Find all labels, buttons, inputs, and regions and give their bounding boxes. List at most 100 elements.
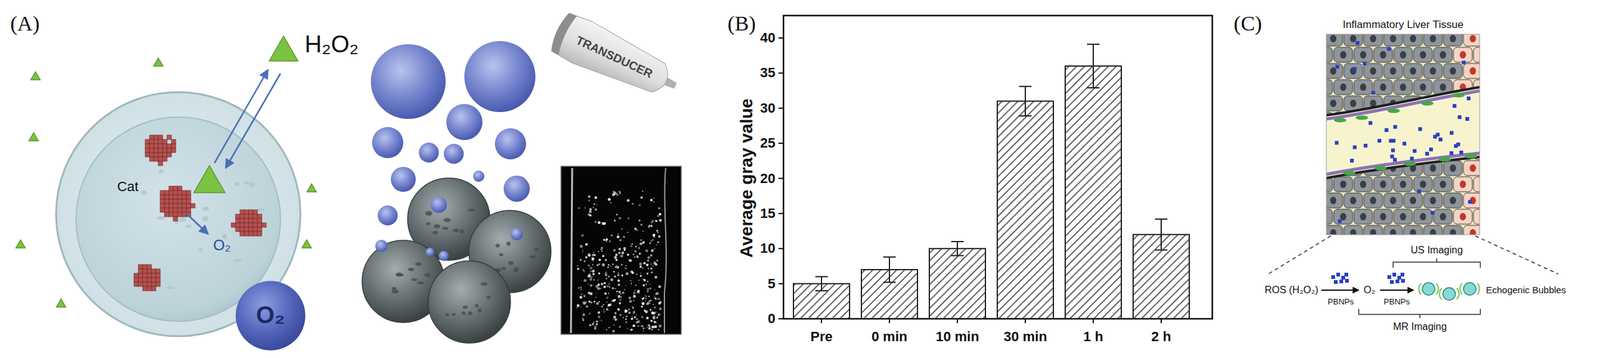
nanoparticle <box>1438 137 1443 142</box>
echo-speckle <box>652 316 656 320</box>
echo-speckle <box>604 273 608 276</box>
error-cap <box>1087 43 1100 45</box>
hepatocyte <box>1433 209 1453 225</box>
enzyme-subunit <box>182 199 187 204</box>
enzyme-subunit <box>149 143 154 149</box>
echo-speckle <box>633 316 636 319</box>
echo-speckle <box>608 240 612 244</box>
echo-speckle <box>658 235 661 238</box>
echo-speckle <box>640 273 642 275</box>
nanoparticle <box>1393 158 1397 163</box>
enzyme-subunit <box>248 218 254 224</box>
blood-vessel <box>1326 87 1480 179</box>
enzyme-subunit <box>182 203 187 209</box>
hepatocyte <box>1353 177 1373 192</box>
echo-speckle <box>621 228 623 230</box>
enzyme-subunit <box>177 186 183 191</box>
tick-label: 5 <box>767 276 776 292</box>
enzyme-subunit <box>177 199 183 204</box>
nanoparticle <box>1413 148 1417 153</box>
echo-speckle <box>657 297 661 301</box>
echo-speckle <box>638 279 640 282</box>
echo-speckle <box>597 283 601 287</box>
echo-speckle <box>603 222 606 225</box>
cell-nucleus <box>1350 196 1357 205</box>
enzyme-subunit <box>151 277 156 283</box>
echo-speckle <box>648 284 651 286</box>
echo-speckle <box>600 246 603 249</box>
echo-speckle <box>627 253 630 257</box>
echo-speckle <box>618 291 621 294</box>
cell-nucleus <box>1389 67 1397 75</box>
enzyme-subunit <box>162 143 168 149</box>
echo-speckle <box>589 208 593 211</box>
cell-nucleus <box>1379 180 1387 189</box>
hepatocyte <box>1353 47 1373 63</box>
echo-speckle <box>658 219 662 222</box>
echo-speckle <box>617 274 620 277</box>
category-label: 1 h <box>1083 329 1104 345</box>
enzyme-subunit <box>167 143 172 149</box>
enzyme-subunit <box>182 212 187 217</box>
echo-speckle <box>645 296 647 298</box>
hepatocyte <box>1373 47 1393 63</box>
echo-speckle <box>637 289 640 293</box>
echo-speckle <box>595 323 598 326</box>
surface-pit <box>178 217 187 223</box>
enzyme-subunit <box>253 214 258 219</box>
enzyme-subunit <box>257 223 262 228</box>
echo-speckle <box>584 301 588 305</box>
echo-speckle <box>638 253 642 256</box>
echo-speckle <box>603 292 607 296</box>
echo-speckle <box>613 276 616 278</box>
enzyme-subunit <box>142 286 148 292</box>
tick-label: 10 <box>760 241 776 257</box>
echo-speckle <box>646 302 649 306</box>
hepatocyte <box>1326 225 1343 235</box>
tick-label: 35 <box>760 65 776 81</box>
nanoparticle <box>1344 273 1349 277</box>
bubble-fill <box>235 281 306 351</box>
zoom-line <box>1475 236 1559 275</box>
cell-nucleus <box>1449 67 1457 75</box>
echo-speckle <box>598 301 600 303</box>
echo-wave <box>1477 283 1480 295</box>
nanoparticle <box>1467 200 1472 204</box>
echo-speckle <box>651 265 654 267</box>
hepatocyte <box>1443 63 1463 79</box>
enzyme-subunit <box>145 148 150 153</box>
echo-speckle <box>577 268 580 270</box>
kupffer-cell <box>1355 115 1369 121</box>
surface-pit <box>198 248 204 252</box>
sphere-pore <box>495 243 500 248</box>
enzyme-subunit <box>160 208 165 213</box>
surface-pit <box>234 182 240 186</box>
panel-label: (C) <box>1233 11 1262 35</box>
echo-speckle <box>634 256 636 259</box>
echo-speckle <box>628 259 633 263</box>
nanoparticle <box>1395 279 1400 284</box>
enzyme-subunit <box>160 203 165 209</box>
immune-cell <box>1463 34 1480 47</box>
echo-speckle <box>585 243 588 246</box>
enzyme-subunit <box>171 148 176 153</box>
echo-speckle <box>587 291 591 295</box>
surface-pit <box>147 273 152 278</box>
hepatocyte <box>1326 193 1343 209</box>
echo-speckle <box>630 329 634 332</box>
echo-speckle <box>633 311 635 313</box>
immune-cell <box>1463 225 1480 235</box>
echo-speckle <box>583 260 586 263</box>
echo-speckle <box>614 287 617 290</box>
echo-speckle <box>591 253 595 257</box>
echo-speckle <box>580 306 582 308</box>
echo-speckle <box>624 312 626 314</box>
echo-speckle <box>613 324 615 326</box>
echo-speckle <box>657 231 660 234</box>
echo-speckle <box>632 295 636 299</box>
echo-speckle <box>616 235 619 239</box>
surface-pit <box>140 190 147 196</box>
nanoparticle <box>1461 60 1466 65</box>
hepatocyte <box>1343 95 1363 111</box>
enzyme-subunit <box>134 282 139 287</box>
